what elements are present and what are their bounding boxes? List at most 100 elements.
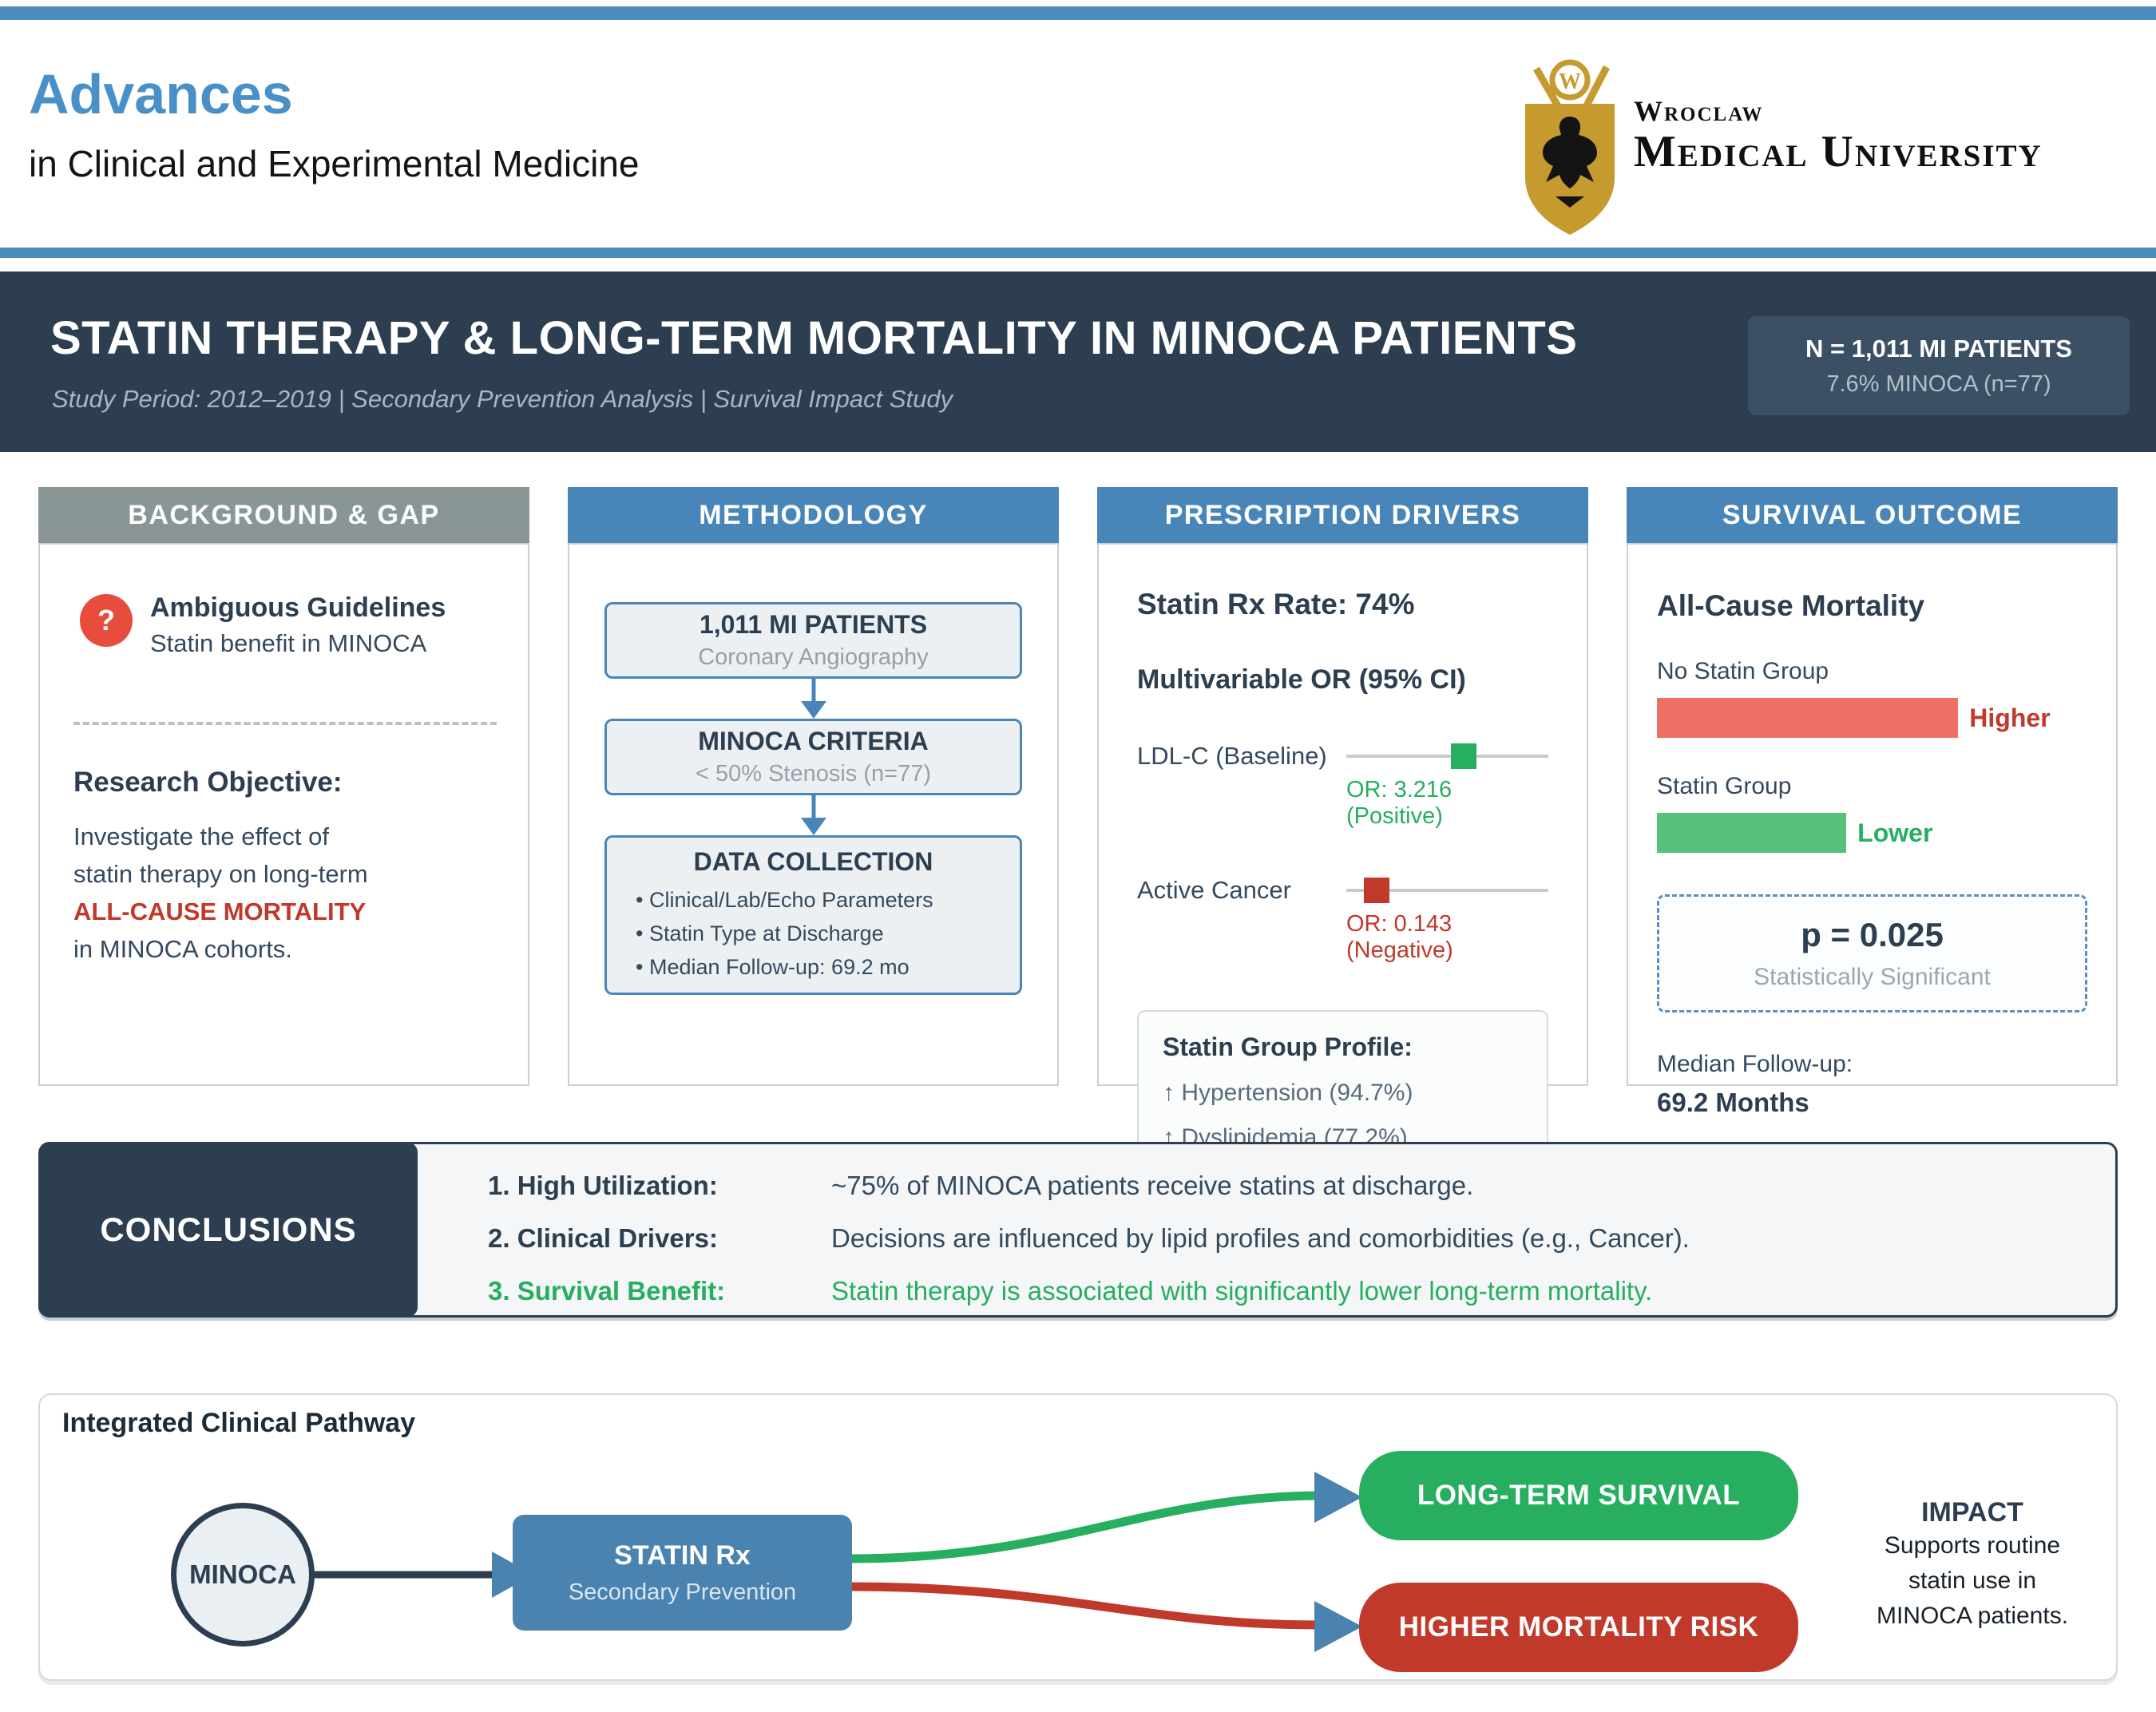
profile-item: ↑ Hypertension (94.7%)	[1163, 1080, 1413, 1106]
objective-line1: Investigate the effect of	[73, 822, 329, 850]
flow-step-subtitle: Coronary Angiography	[698, 644, 929, 670]
flow-step-subtitle: < 50% Stenosis (n=77)	[695, 761, 931, 787]
impact-line: Supports routine	[1884, 1532, 2061, 1559]
flow-step-criteria: MINOCA CRITERIA < 50% Stenosis (n=77)	[604, 719, 1022, 795]
pathway-heading: Integrated Clinical Pathway	[62, 1408, 416, 1438]
risk-curve	[850, 1582, 1318, 1630]
no-statin-label: No Statin Group	[1657, 658, 1829, 684]
p-value-box: p = 0.025 Statistically Significant	[1657, 894, 2087, 1013]
bar-annotation-lower: Lower	[1857, 818, 1933, 847]
pathway-panel: Integrated Clinical Pathway MINOCA STATI…	[38, 1393, 2118, 1681]
objective-text: Investigate the effect of statin therapy…	[73, 818, 368, 968]
gap-subtitle: Statin benefit in MINOCA	[150, 629, 427, 657]
profile-heading: Statin Group Profile:	[1163, 1032, 1413, 1061]
or-row-label: Active Cancer	[1137, 876, 1291, 904]
question-icon: ?	[80, 594, 133, 647]
no-statin-bar-row: Higher	[1657, 698, 2087, 738]
or-value-negative: OR: 0.143 (Negative)	[1346, 911, 1453, 963]
bar-annotation-higher: Higher	[1969, 703, 2051, 732]
poster-title: STATIN THERAPY & LONG-TERM MORTALITY IN …	[50, 312, 1578, 364]
conclusion-label: 1. High Utilization:	[488, 1171, 718, 1200]
flow-step-patients: 1,011 MI PATIENTS Coronary Angiography	[604, 602, 1022, 679]
or-heading: Multivariable OR (95% CI)	[1137, 664, 1466, 695]
objective-highlight: ALL-CAUSE MORTALITY	[73, 898, 367, 925]
flow-step-bullets: • Clinical/Lab/Echo Parameters • Statin …	[615, 883, 933, 984]
header-divider-bar	[0, 248, 2156, 258]
p-value: p = 0.025	[1801, 916, 1944, 953]
background-column-header: BACKGROUND & GAP	[38, 487, 529, 543]
minoca-node: MINOCA	[171, 1503, 315, 1647]
statin-label: Statin Group	[1657, 773, 1792, 799]
flow-step-data-collection: DATA COLLECTION • Clinical/Lab/Echo Para…	[604, 835, 1022, 995]
risk-arrow-icon	[1314, 1601, 1362, 1652]
conclusion-text-benefit: Statin therapy is associated with signif…	[831, 1276, 1653, 1306]
university-crest-icon: W	[1525, 59, 1615, 235]
conclusions-list: 1. High Utilization: ~75% of MINOCA pati…	[488, 1165, 1690, 1312]
flow-step-title: DATA COLLECTION	[693, 846, 933, 876]
svg-text:W: W	[1559, 69, 1581, 94]
or-marker-negative	[1363, 878, 1389, 903]
journal-title: Advances	[29, 63, 293, 125]
journal-subtitle: in Clinical and Experimental Medicine	[29, 143, 640, 184]
study-subtitle: Study Period: 2012–2019 | Secondary Prev…	[52, 385, 953, 413]
statin-node-subtitle: Secondary Prevention	[568, 1579, 797, 1605]
objective-line2: statin therapy on long-term	[73, 860, 368, 888]
bullet-item: • Median Follow-up: 69.2 mo	[636, 954, 910, 979]
impact-line: statin use in	[1908, 1567, 2037, 1594]
drivers-column-panel: Statin Rx Rate: 74% Multivariable OR (95…	[1097, 543, 1588, 1219]
impact-note: IMPACT Supports routine statin use in MI…	[1821, 1497, 2124, 1634]
or-row-label: LDL-C (Baseline)	[1137, 742, 1327, 770]
or-slider-track	[1346, 755, 1548, 758]
impact-line: MINOCA patients.	[1876, 1603, 2069, 1629]
methodology-flow: 1,011 MI PATIENTS Coronary Angiography M…	[569, 545, 1057, 1084]
conclusion-text: Decisions are influenced by lipid profil…	[831, 1223, 1690, 1253]
university-name-line1: Wroclaw	[1634, 95, 1764, 127]
conclusion-label-benefit: 3. Survival Benefit:	[488, 1276, 726, 1306]
survival-curve	[850, 1491, 1318, 1563]
survival-arrow-icon	[1314, 1472, 1362, 1523]
or-slider	[1346, 742, 1548, 771]
statin-rx-rate: Statin Rx Rate: 74%	[1137, 588, 1415, 620]
or-row-cancer: Active Cancer	[1137, 876, 1548, 905]
gap-title: Ambiguous Guidelines	[150, 592, 446, 623]
impact-heading: IMPACT	[1921, 1497, 2023, 1528]
title-band: STATIN THERAPY & LONG-TERM MORTALITY IN …	[0, 271, 2156, 452]
badge-minoca: 7.6% MINOCA (n=77)	[1826, 371, 2051, 397]
objective-line4: in MINOCA cohorts.	[73, 935, 292, 963]
survival-pill: LONG-TERM SURVIVAL	[1359, 1451, 1798, 1540]
survival-column-header: SURVIVAL OUTCOME	[1627, 487, 2118, 543]
top-accent-bar	[0, 6, 2156, 20]
mortality-heading: All-Cause Mortality	[1657, 589, 1925, 622]
bullet-item: • Clinical/Lab/Echo Parameters	[636, 887, 933, 912]
or-slider	[1346, 876, 1548, 905]
bullet-item: • Statin Type at Discharge	[636, 921, 884, 945]
p-value-note: Statistically Significant	[1754, 964, 1991, 990]
methodology-column-header: METHODOLOGY	[568, 487, 1059, 543]
statin-node-title: STATIN Rx	[614, 1540, 751, 1571]
objective-heading: Research Objective:	[73, 767, 343, 798]
conclusion-text: ~75% of MINOCA patients receive statins …	[831, 1171, 1474, 1200]
flow-arrow-icon	[798, 795, 830, 835]
patients-count-badge: N = 1,011 MI PATIENTS 7.6% MINOCA (n=77)	[1748, 316, 2130, 415]
drivers-column-header: PRESCRIPTION DRIVERS	[1097, 487, 1588, 543]
mortality-bar-statin	[1657, 813, 1847, 853]
or-value-positive: OR: 3.216 (Positive)	[1346, 777, 1453, 829]
flow-arrow-icon	[798, 679, 830, 719]
flow-step-title: MINOCA CRITERIA	[698, 727, 929, 755]
or-marker-positive	[1450, 743, 1476, 769]
conclusions-panel: CONCLUSIONS 1. High Utilization: ~75% of…	[38, 1142, 2118, 1318]
dashed-divider	[73, 722, 497, 725]
badge-patients: N = 1,011 MI PATIENTS	[1805, 334, 2072, 363]
followup-value: 69.2 Months	[1657, 1088, 1809, 1117]
survival-column-panel: All-Cause Mortality No Statin Group High…	[1627, 543, 2118, 1117]
methodology-column-panel: 1,011 MI PATIENTS Coronary Angiography M…	[568, 543, 1059, 1086]
statin-rx-node: STATIN Rx Secondary Prevention	[513, 1515, 852, 1631]
conclusion-label: 2. Clinical Drivers:	[488, 1223, 718, 1253]
flow-step-title: 1,011 MI PATIENTS	[699, 610, 928, 639]
or-slider-track	[1346, 889, 1548, 892]
followup-label: Median Follow-up:	[1657, 1051, 1853, 1077]
conclusions-header: CONCLUSIONS	[39, 1143, 418, 1317]
or-row-ldl: LDL-C (Baseline)	[1137, 742, 1548, 771]
statin-bar-row: Lower	[1657, 813, 2087, 853]
